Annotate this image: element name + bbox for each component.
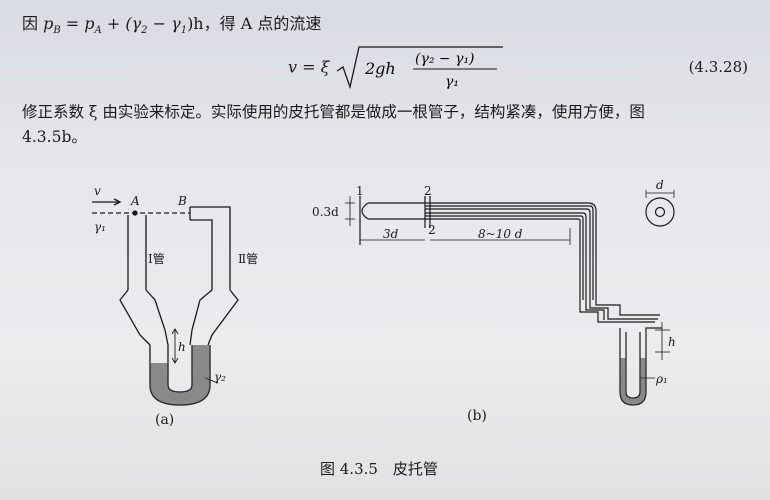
label-tube-2: Ⅱ管 <box>238 252 259 266</box>
label-8-10d: 8~10 d <box>478 227 523 241</box>
label-d: d <box>656 178 664 192</box>
manometer-liquid <box>150 345 210 405</box>
figure-caption: 图 4.3.5 皮托管 <box>320 460 438 478</box>
tube-b-line-2 <box>368 218 581 300</box>
tube-2-inner <box>190 219 213 290</box>
label-point-2b: 2 <box>428 223 436 237</box>
tube-2-outer <box>190 206 231 290</box>
label-h-a: h <box>178 340 186 354</box>
tube-b-line-1 <box>368 202 597 300</box>
label-3d: 3d <box>383 227 399 241</box>
label-gamma2: γ₂ <box>214 370 226 384</box>
paragraph-row-2: 4.3.5b。 <box>22 128 87 146</box>
tube-1-flare-left <box>119 289 151 346</box>
label-gamma1: γ₁ <box>94 220 106 234</box>
velocity-formula: v = ξ 2gh (γ₂ − γ₁) γ₁ <box>288 43 505 93</box>
label-0.3d: 0.3d <box>312 205 339 219</box>
label-v: v <box>94 184 101 198</box>
tube-1-flare-right <box>145 289 169 346</box>
label-point-1: 1 <box>356 184 364 198</box>
subcaption-b: (b) <box>467 408 487 424</box>
text-eq: = p <box>60 14 95 33</box>
formula-den: γ₁ <box>445 74 459 90</box>
text-tail: − γ <box>147 14 181 33</box>
paragraph-row-1: 修正系数 ξ 由实验来标定。实际使用的皮托管都是做成一根管子，结构紧凑，使用方便… <box>22 103 645 121</box>
text-mid: + (γ <box>101 14 142 33</box>
flow-arrowhead <box>113 198 122 206</box>
equation-line-pB: 因 pB = pA + (γ2 − γ1)h，得 A 点的流速 <box>22 14 322 37</box>
cross-section-outer <box>645 197 675 227</box>
equation-number: (4.3.28) <box>688 58 748 76</box>
tube-2-flare-right <box>207 289 239 346</box>
b-u-tube-inner <box>625 332 641 399</box>
body-paragraph: 修正系数 ξ 由实验来标定。实际使用的皮托管都是做成一根管子，结构紧凑，使用方便… <box>22 100 752 150</box>
label-tube-1: Ⅰ管 <box>148 252 165 266</box>
label-B: B <box>178 194 187 208</box>
text-prefix: 因 <box>22 14 39 33</box>
subcaption-a: (a) <box>155 412 175 428</box>
tube-b-nose <box>361 202 369 220</box>
label-rho1: ρ₁ <box>656 372 668 386</box>
formula-num: (γ₂ − γ₁) <box>415 51 475 67</box>
label-point-2: 2 <box>424 184 432 198</box>
cross-section-inner <box>654 206 666 218</box>
point-A-marker <box>132 210 138 216</box>
figure-b-drawing <box>345 190 675 406</box>
b-manometer-liquid <box>620 358 646 405</box>
formula-under: 2gh <box>364 59 396 78</box>
tube-2-flare-left <box>189 289 213 346</box>
label-h-b: h <box>668 335 676 349</box>
text-p: p <box>43 14 54 33</box>
formula-lhs: v = ξ <box>288 57 330 77</box>
text-end: )h，得 A 点的流速 <box>187 14 322 33</box>
label-A: A <box>131 194 140 208</box>
sqrt-expression: 2gh (γ₂ − γ₁) γ₁ <box>336 46 503 90</box>
